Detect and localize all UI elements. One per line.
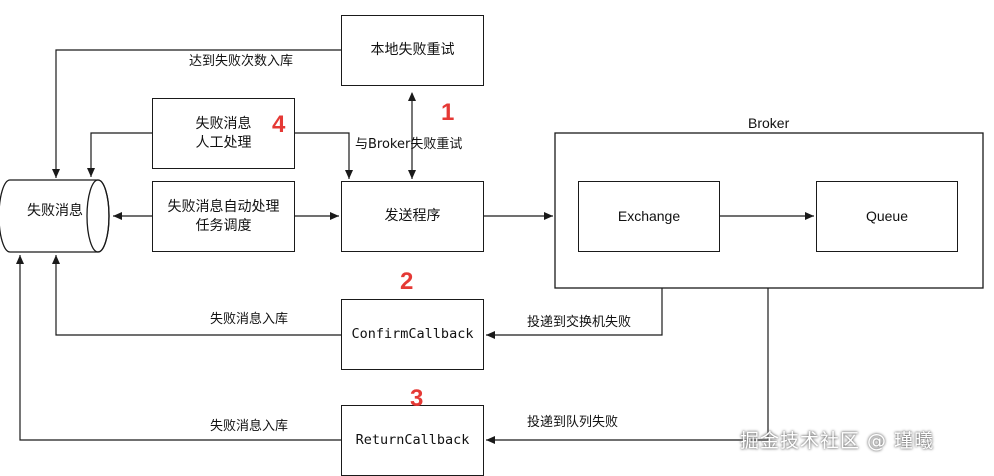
edge-label-return-to-store: 失败消息入库 <box>210 419 289 434</box>
failed-messages-label: 失败消息 <box>27 203 83 219</box>
edge-confirm-to-store <box>52 255 341 336</box>
watermark: 掘金技术社区 @ 瑾曦 <box>740 430 935 452</box>
return-callback-box: ReturnCallback <box>341 405 484 476</box>
edge-label-confirm-to-store: 失败消息入库 <box>210 312 289 327</box>
auto-process-box: 失败消息自动处理 任务调度 <box>152 181 295 252</box>
marker-2: 2 <box>400 268 414 295</box>
manual-process-box: 失败消息 人工处理 <box>152 98 295 169</box>
marker-3: 3 <box>410 385 424 412</box>
edge-label-queue-fail: 投递到队列失败 <box>527 415 619 430</box>
send-program-box: 发送程序 <box>341 181 484 252</box>
exchange-box: Exchange <box>578 181 720 252</box>
edge-broker-to-confirm <box>486 288 663 339</box>
broker-title: Broker <box>748 115 790 131</box>
edge-label-exchange-fail: 投递到交换机失败 <box>527 315 632 330</box>
marker-4: 4 <box>272 111 286 138</box>
edge-manual-to-send <box>295 132 353 179</box>
edge-label-retry-limit: 达到失败次数入库 <box>189 54 294 69</box>
failed-messages-cylinder <box>0 179 110 253</box>
confirm-callback-box: ConfirmCallback <box>341 299 484 370</box>
edge-broker-to-return <box>486 288 769 444</box>
local-retry-box: 本地失败重试 <box>341 15 484 86</box>
edge-return-to-store <box>16 255 341 441</box>
edge-manual-to-store <box>87 132 152 177</box>
edge-retry-limit-to-store <box>52 49 341 178</box>
marker-1: 1 <box>441 99 455 126</box>
queue-box: Queue <box>816 181 958 252</box>
edge-label-broker-fail-retry: 与Broker失败重试 <box>355 137 463 152</box>
